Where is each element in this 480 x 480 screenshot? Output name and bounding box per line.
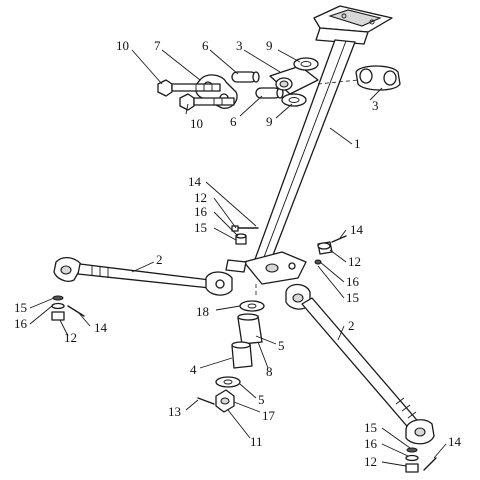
leader-lines [29, 49, 447, 467]
callout-14-lower-right: 14 [448, 434, 462, 449]
callout-6-lower: 6 [230, 114, 237, 129]
callout-2-right: 2 [348, 318, 355, 333]
bushing-block-left [269, 65, 319, 95]
pin-13 [197, 397, 215, 405]
callout-6-upper: 6 [202, 38, 209, 53]
callout-8: 8 [266, 364, 273, 379]
callout-16-lower-right: 16 [364, 436, 378, 451]
tie-rod-right [285, 283, 435, 445]
bolt-lower [179, 93, 235, 111]
callout-12-lower-right: 12 [364, 454, 377, 469]
callout-15-upper-left: 15 [194, 220, 207, 235]
callout-9-upper: 9 [266, 38, 273, 53]
hardware-stack-upper-right [314, 235, 347, 265]
tie-rod-left [53, 256, 233, 296]
callout-5-lower: 5 [258, 392, 265, 407]
callout-3-right: 3 [372, 98, 379, 113]
washer-lower [281, 93, 307, 107]
callout-13: 13 [168, 404, 181, 419]
callout-18: 18 [196, 304, 209, 319]
callout-15-lower-right: 15 [364, 420, 377, 435]
callout-11: 11 [250, 434, 263, 449]
callout-15-upper-right: 15 [346, 290, 359, 305]
callout-16-upper-left: 16 [194, 204, 208, 219]
callout-2-left: 2 [156, 252, 163, 267]
callout-14-upper-right: 14 [350, 222, 364, 237]
washer-5 [215, 376, 241, 388]
callout-16-upper-right: 16 [346, 274, 360, 289]
callout-17: 17 [262, 408, 276, 423]
callout-7: 7 [154, 38, 161, 53]
callout-1: 1 [354, 136, 361, 151]
spacer-lower [255, 87, 284, 99]
washer-18 [239, 300, 265, 312]
callout-3-upper: 3 [236, 38, 243, 53]
callout-14-upper-left: 14 [188, 174, 202, 189]
spacer-upper [231, 71, 260, 83]
hardware-stack-lower-right [405, 447, 437, 473]
callout-4: 4 [190, 362, 197, 377]
callout-16-lower-left: 16 [14, 316, 28, 331]
bushing-block-right [355, 65, 401, 91]
callout-15-lower-left: 15 [14, 300, 27, 315]
callout-9-lower: 9 [266, 114, 273, 129]
callout-10-upper: 10 [116, 38, 129, 53]
pivot-plate [225, 251, 307, 285]
callout-5-upper: 5 [278, 338, 285, 353]
top-bracket [313, 5, 393, 45]
callout-12-upper-right: 12 [348, 254, 361, 269]
washer-upper [293, 57, 319, 71]
hardware-stack-lower-left [51, 295, 85, 321]
callout-12-lower-left: 12 [64, 330, 77, 345]
callout-14-lower-left: 14 [94, 320, 108, 335]
callout-labels: 10 7 6 3 9 10 6 9 3 1 14 12 16 15 14 12 … [14, 38, 462, 469]
hardware-stack-upper-left [231, 225, 259, 245]
callout-10-lower: 10 [190, 116, 203, 131]
callout-12-upper-left: 12 [194, 190, 207, 205]
